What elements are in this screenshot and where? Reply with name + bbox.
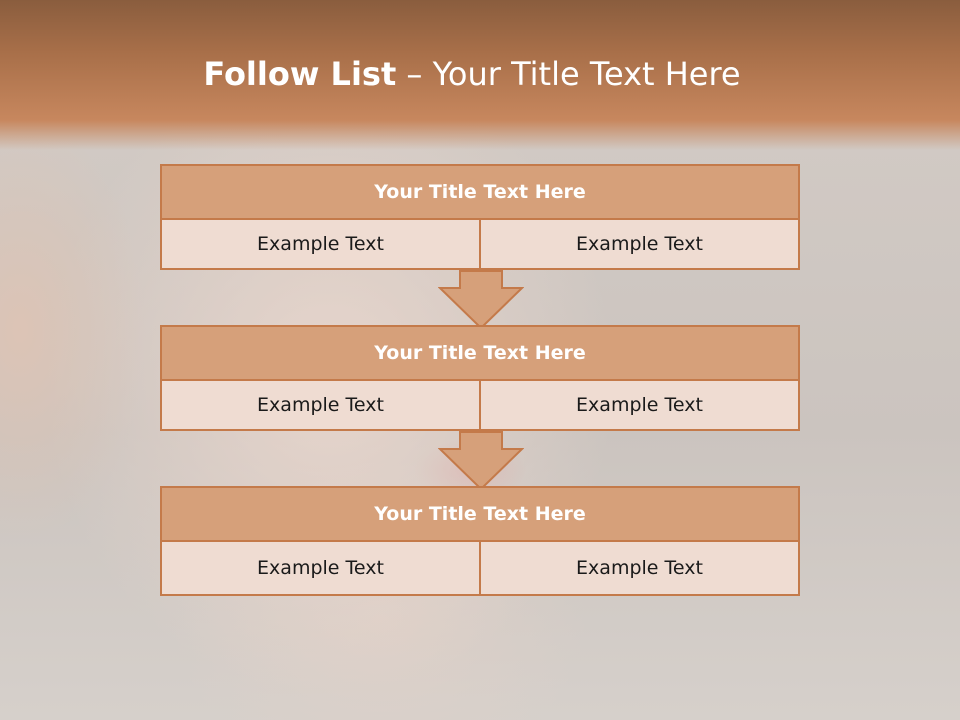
block-cell-left: Example Text [162, 381, 479, 429]
block-row: Example Text Example Text [160, 381, 800, 431]
header-band [0, 0, 960, 150]
slide-title-bold: Follow List [203, 55, 397, 93]
list-block-1: Your Title Text Here Example Text Exampl… [160, 164, 800, 270]
block-title: Your Title Text Here [160, 164, 800, 220]
list-block-2: Your Title Text Here Example Text Exampl… [160, 325, 800, 431]
block-row: Example Text Example Text [160, 220, 800, 270]
block-cell-right: Example Text [479, 220, 798, 268]
block-cell-right: Example Text [479, 381, 798, 429]
block-title: Your Title Text Here [160, 325, 800, 381]
slide-title: Follow List – Your Title Text Here [0, 52, 944, 96]
block-cell-left: Example Text [162, 220, 479, 268]
block-row: Example Text Example Text [160, 542, 800, 596]
block-cell-right: Example Text [479, 542, 798, 594]
down-arrow-icon [438, 431, 524, 491]
down-arrow-icon [438, 270, 524, 330]
block-title: Your Title Text Here [160, 486, 800, 542]
list-block-3: Your Title Text Here Example Text Exampl… [160, 486, 800, 596]
block-cell-left: Example Text [162, 542, 479, 594]
slide-title-rest: – Your Title Text Here [396, 55, 741, 93]
